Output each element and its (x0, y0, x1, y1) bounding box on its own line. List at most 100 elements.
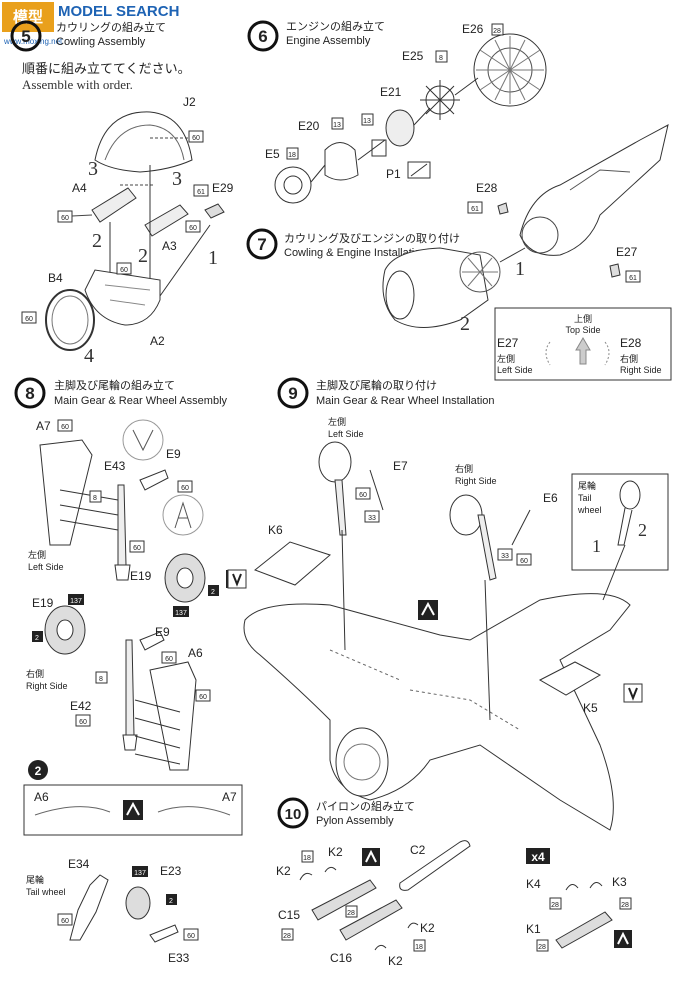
label-a6: A6 (188, 646, 203, 660)
step-6: 6 エンジンの組み立て Engine Assembly E26 28 E25 8… (247, 19, 547, 204)
svg-text:60: 60 (120, 267, 128, 274)
substep-2-badge (28, 760, 48, 780)
svg-text:28: 28 (551, 902, 559, 909)
label-k2-a: K2 (276, 864, 291, 878)
label-e25: E25 (402, 49, 424, 63)
step-7-title-en: Cowling & Engine Installation (284, 247, 426, 259)
step-5-note-ja: 順番に組み立ててください。 (22, 61, 191, 76)
step-5-circle (10, 20, 42, 52)
label-b4: B4 (48, 271, 63, 285)
inset-right-ja: 右側 (620, 353, 638, 364)
part-e33 (149, 924, 179, 943)
svg-text:28: 28 (621, 902, 629, 909)
label-e19-left: E19 (130, 569, 152, 583)
svg-text:60: 60 (61, 424, 69, 431)
label-k3: K3 (612, 875, 627, 889)
tail-wheel-ja: 尾輪 (26, 874, 44, 885)
left-side-en: Left Side (28, 562, 64, 572)
svg-text:60: 60 (25, 316, 33, 323)
svg-text:8: 8 (99, 676, 103, 683)
right-strut (125, 639, 135, 736)
s9-left-wheel (318, 441, 352, 483)
up-arrow-icon (575, 337, 591, 365)
s9-right-ja: 右側 (455, 463, 473, 474)
svg-text:2: 2 (169, 898, 173, 905)
svg-text:13: 13 (363, 118, 371, 125)
step-9-title-ja: 主脚及び尾輪の取り付け (316, 378, 437, 392)
label-e20: E20 (298, 119, 320, 133)
label-k1: K1 (526, 922, 541, 936)
step-10-number: 10 (285, 806, 302, 823)
part-e23-tailwheel (125, 886, 151, 920)
right-side-ja: 右側 (26, 668, 44, 679)
step-6-number: 6 (258, 27, 267, 46)
inset-tail-ja: 尾輪 (578, 480, 596, 491)
part-e21 (385, 109, 415, 147)
inset-right-en: Right Side (620, 365, 662, 375)
svg-text:60: 60 (199, 694, 207, 701)
tail-wheel-en: Tail wheel (26, 887, 66, 897)
label-e19-right: E19 (32, 596, 54, 610)
label-e9-right: E9 (155, 625, 170, 639)
svg-text:33: 33 (368, 515, 376, 522)
order-2-install: 2 (460, 313, 470, 335)
label-a2: A2 (150, 334, 165, 348)
step-10: 10 パイロンの組み立て Pylon Assembly C2 K2 18 K2 … (276, 797, 632, 968)
part-e29 (204, 203, 225, 219)
svg-text:60: 60 (165, 656, 173, 663)
label-c2: C2 (410, 843, 426, 857)
s9-left-ja: 左側 (328, 416, 346, 427)
svg-text:60: 60 (189, 225, 197, 232)
inset-label-e28: E28 (620, 336, 642, 350)
step-5-number: 5 (21, 27, 30, 46)
s9-right-wheel (449, 494, 483, 536)
svg-text:x4: x4 (531, 850, 545, 864)
label-e28: E28 (476, 181, 498, 195)
substep-label-a6: A6 (34, 790, 49, 804)
label-k5: K5 (583, 701, 598, 715)
svg-text:8: 8 (93, 495, 97, 502)
step-8-title-ja: 主脚及び尾輪の組み立て (54, 378, 175, 392)
label-e23: E23 (160, 864, 182, 878)
part-k6 (254, 541, 332, 586)
svg-text:61: 61 (471, 206, 479, 213)
order-2-right: 2 (138, 245, 148, 267)
inset-tail-en1: Tail (578, 493, 592, 503)
part-a6-door (149, 661, 197, 771)
label-e29: E29 (212, 181, 234, 195)
step-8: 8 主脚及び尾輪の組み立て Main Gear & Rear Wheel Ass… (14, 377, 244, 965)
svg-text:28: 28 (493, 28, 501, 35)
svg-text:33: 33 (501, 553, 509, 560)
part-k1 (555, 911, 613, 949)
label-e42: E42 (70, 699, 92, 713)
label-a3: A3 (162, 239, 177, 253)
order-2-left: 2 (92, 230, 102, 252)
label-k2-c: K2 (420, 921, 435, 935)
label-a4: A4 (72, 181, 87, 195)
step-5-title-en: Cowling Assembly (56, 36, 146, 48)
label-e34: E34 (68, 857, 90, 871)
part-c16 (339, 899, 403, 941)
order-1: 1 (208, 247, 218, 269)
part-c15 (311, 879, 377, 921)
svg-text:28: 28 (283, 933, 291, 940)
order-3-right: 3 (172, 168, 182, 190)
part-c2 (399, 840, 471, 891)
step-9-number: 9 (288, 384, 297, 403)
svg-text:60: 60 (187, 933, 195, 940)
svg-text:18: 18 (415, 944, 423, 951)
label-k6: K6 (268, 523, 283, 537)
svg-text:60: 60 (61, 215, 69, 222)
step-7: 7 カウリング及びエンジンの取り付け Cowling & Engine Inst… (246, 124, 672, 381)
x4-badge (526, 848, 550, 864)
fuselage-nose (519, 124, 669, 256)
part-e28 (497, 202, 509, 215)
svg-text:2: 2 (638, 520, 647, 540)
svg-text:61: 61 (197, 189, 205, 196)
label-c15: C15 (278, 908, 300, 922)
right-side-en: Right Side (26, 681, 68, 691)
step-9: 9 主脚及び尾輪の取り付け Main Gear & Rear Wheel Ins… (227, 377, 669, 831)
step-5-title-ja: カウリングの組み立て (56, 20, 166, 34)
watermark: 模型 MODEL SEARCH www.moxing.net (2, 2, 179, 46)
